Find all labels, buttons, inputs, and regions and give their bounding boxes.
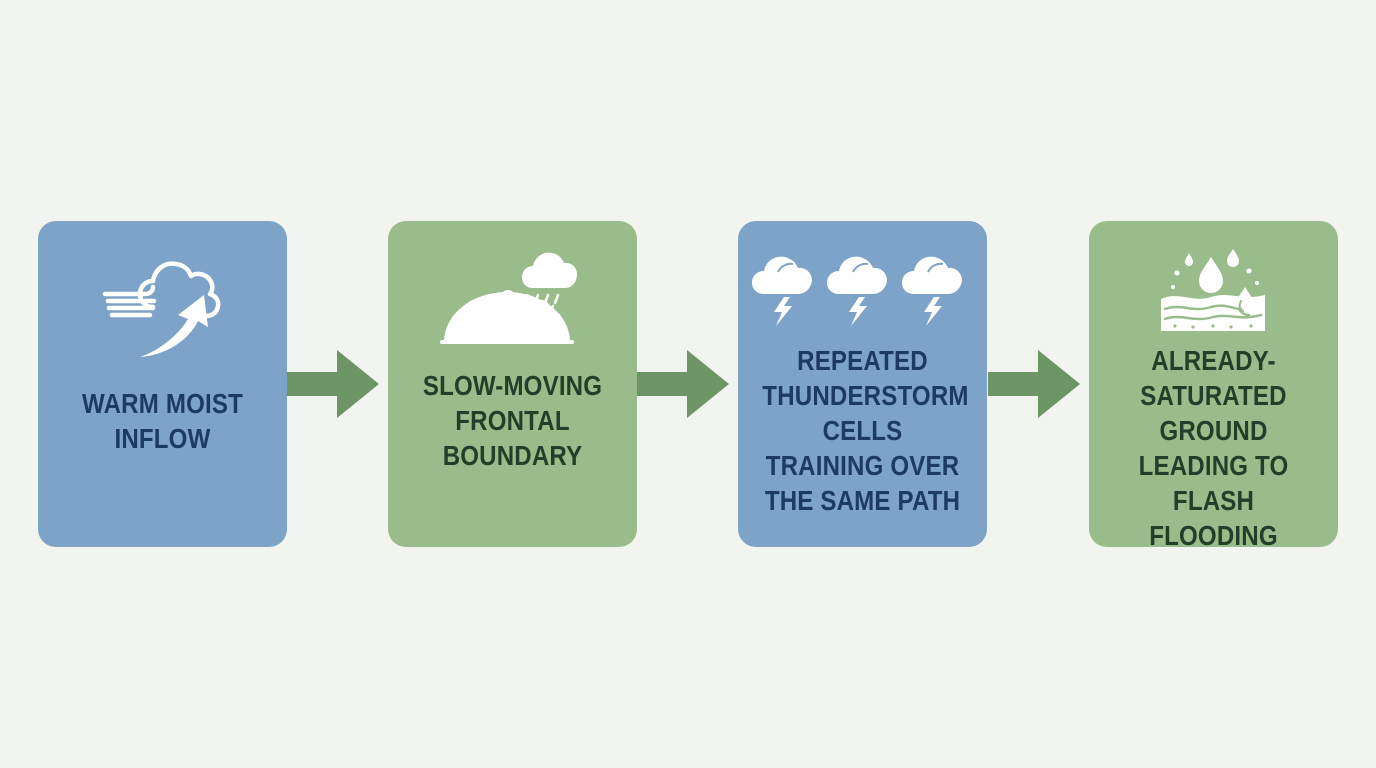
arrow-right-icon	[637, 350, 729, 418]
step-saturated-ground-flash-flooding: Already-saturated ground leading to flas…	[1089, 221, 1338, 551]
arrow-right-icon	[287, 350, 379, 418]
step-label: Warm moist inflow	[82, 388, 243, 454]
wind-cloud-arrow-icon	[102, 261, 221, 357]
step-slow-moving-frontal-boundary: Slow-moving frontal boundary	[388, 221, 637, 547]
step-repeated-thunderstorm-cells: Repeated thunderstorm cells training ove…	[738, 221, 987, 547]
arrow-right-icon	[988, 350, 1080, 418]
step-label: Already-saturated ground leading to flas…	[1138, 345, 1289, 551]
step-warm-moist-inflow: Warm moist inflow	[38, 221, 287, 547]
step-label: Repeated thunderstorm cells training ove…	[762, 345, 969, 516]
front-rain-cloud-icon	[440, 252, 577, 344]
saturated-ground-icon	[1161, 249, 1265, 331]
step-label: Slow-moving frontal boundary	[422, 370, 603, 471]
storm-clouds-icon	[752, 256, 962, 326]
